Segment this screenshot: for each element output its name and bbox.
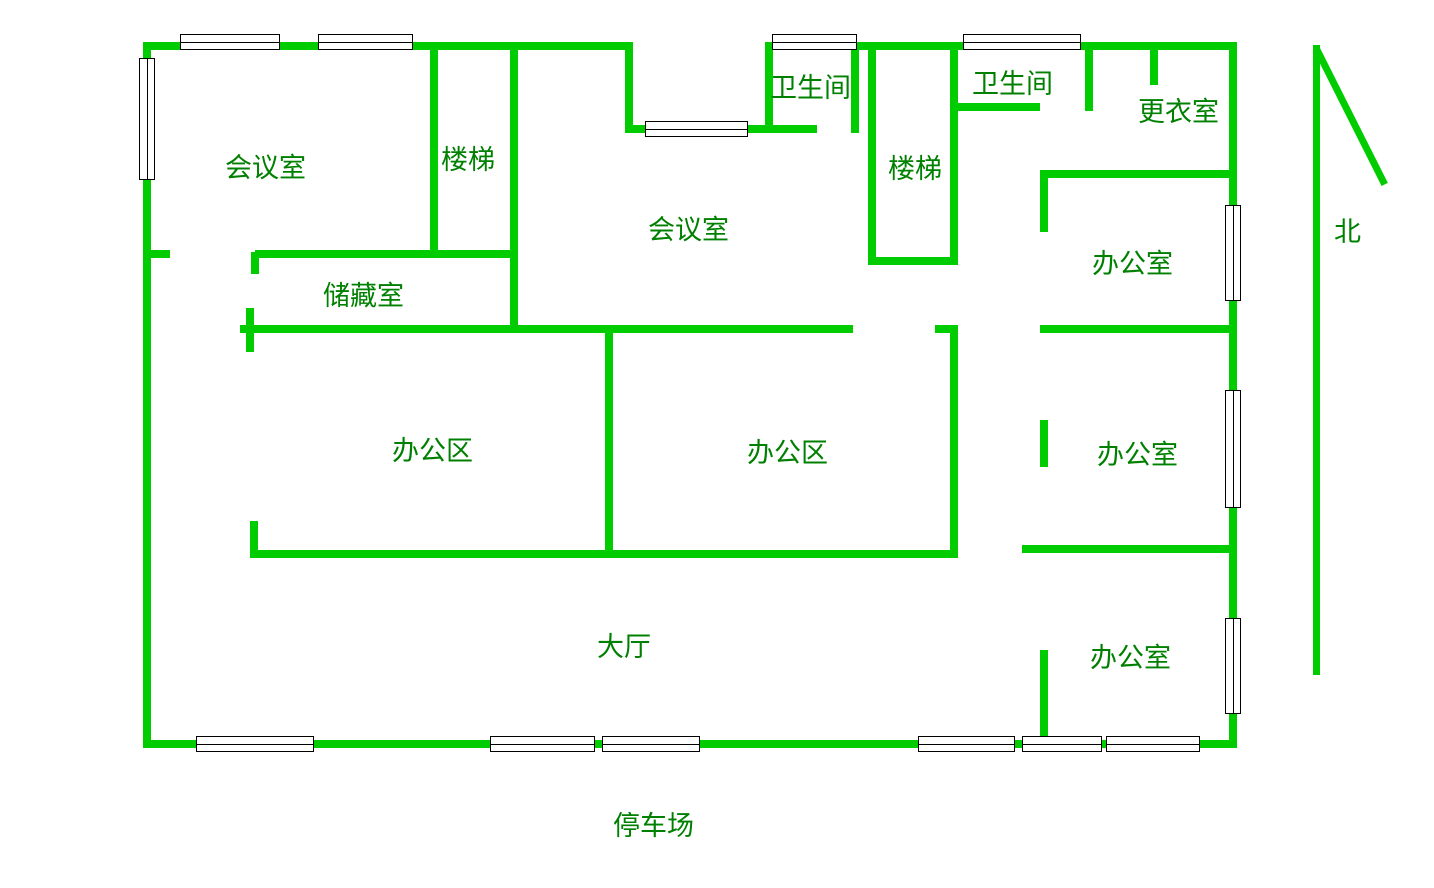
- wall-segment: [250, 521, 258, 558]
- wall-segment: [1150, 42, 1158, 85]
- office-area-right-label: 办公区: [747, 438, 828, 468]
- wall-segment: [958, 103, 1040, 111]
- wall-segment: [240, 325, 853, 333]
- wall-segment: [430, 42, 438, 258]
- wall-segment: [765, 125, 817, 133]
- wall-segment: [510, 42, 518, 333]
- window-symbol: [772, 34, 857, 50]
- wall-segment: [246, 308, 254, 352]
- bathroom-right-label: 卫生间: [972, 69, 1053, 99]
- window-symbol: [1225, 390, 1241, 508]
- window-symbol: [963, 34, 1081, 50]
- window-symbol: [490, 736, 595, 752]
- meeting-room-center-label: 会议室: [648, 215, 729, 245]
- window-symbol: [180, 34, 280, 50]
- wall-segment: [143, 250, 170, 258]
- wall-segment: [250, 550, 958, 558]
- wall-segment: [1022, 545, 1229, 553]
- storage-room-label: 储藏室: [323, 281, 404, 311]
- wall-segment: [1040, 170, 1048, 232]
- wall-segment: [851, 50, 859, 133]
- office-area-left-label: 办公区: [392, 436, 473, 466]
- wall-segment: [255, 250, 518, 258]
- wall-segment: [143, 42, 151, 748]
- window-symbol: [196, 736, 314, 752]
- window-symbol: [1022, 736, 1102, 752]
- window-symbol: [602, 736, 700, 752]
- wall-segment: [765, 42, 773, 133]
- window-symbol: [1106, 736, 1200, 752]
- north-label: 北: [1334, 217, 1361, 247]
- stairs-left-label: 楼梯: [441, 145, 495, 175]
- wall-segment: [950, 50, 958, 265]
- window-symbol: [645, 121, 748, 137]
- wall-segment: [1040, 170, 1237, 178]
- bathroom-left-label: 卫生间: [770, 73, 851, 103]
- wall-segment: [1040, 325, 1229, 333]
- stairs-right-label: 楼梯: [888, 154, 942, 184]
- window-symbol: [139, 58, 155, 180]
- window-symbol: [1225, 205, 1241, 301]
- meeting-room-left-label: 会议室: [225, 153, 306, 183]
- office-right-bottom-label: 办公室: [1090, 643, 1171, 673]
- hall-label: 大厅: [597, 632, 651, 662]
- north-arrow-line: [1313, 45, 1320, 675]
- wall-segment: [1040, 650, 1048, 748]
- wall-segment: [625, 42, 633, 133]
- wall-segment: [868, 257, 958, 265]
- parking-lot-label: 停车场: [613, 811, 694, 841]
- office-right-top-label: 办公室: [1092, 249, 1173, 279]
- wall-segment: [1085, 50, 1093, 111]
- changing-room-label: 更衣室: [1138, 97, 1219, 127]
- window-symbol: [318, 34, 413, 50]
- window-symbol: [1225, 618, 1241, 714]
- wall-segment: [1040, 420, 1048, 467]
- north-arrow-diagonal: [1313, 48, 1388, 187]
- wall-segment: [950, 325, 958, 558]
- office-right-middle-label: 办公室: [1097, 440, 1178, 470]
- wall-segment: [605, 325, 613, 558]
- wall-segment: [935, 325, 958, 333]
- wall-segment: [251, 252, 259, 274]
- wall-segment: [868, 50, 876, 265]
- window-symbol: [918, 736, 1015, 752]
